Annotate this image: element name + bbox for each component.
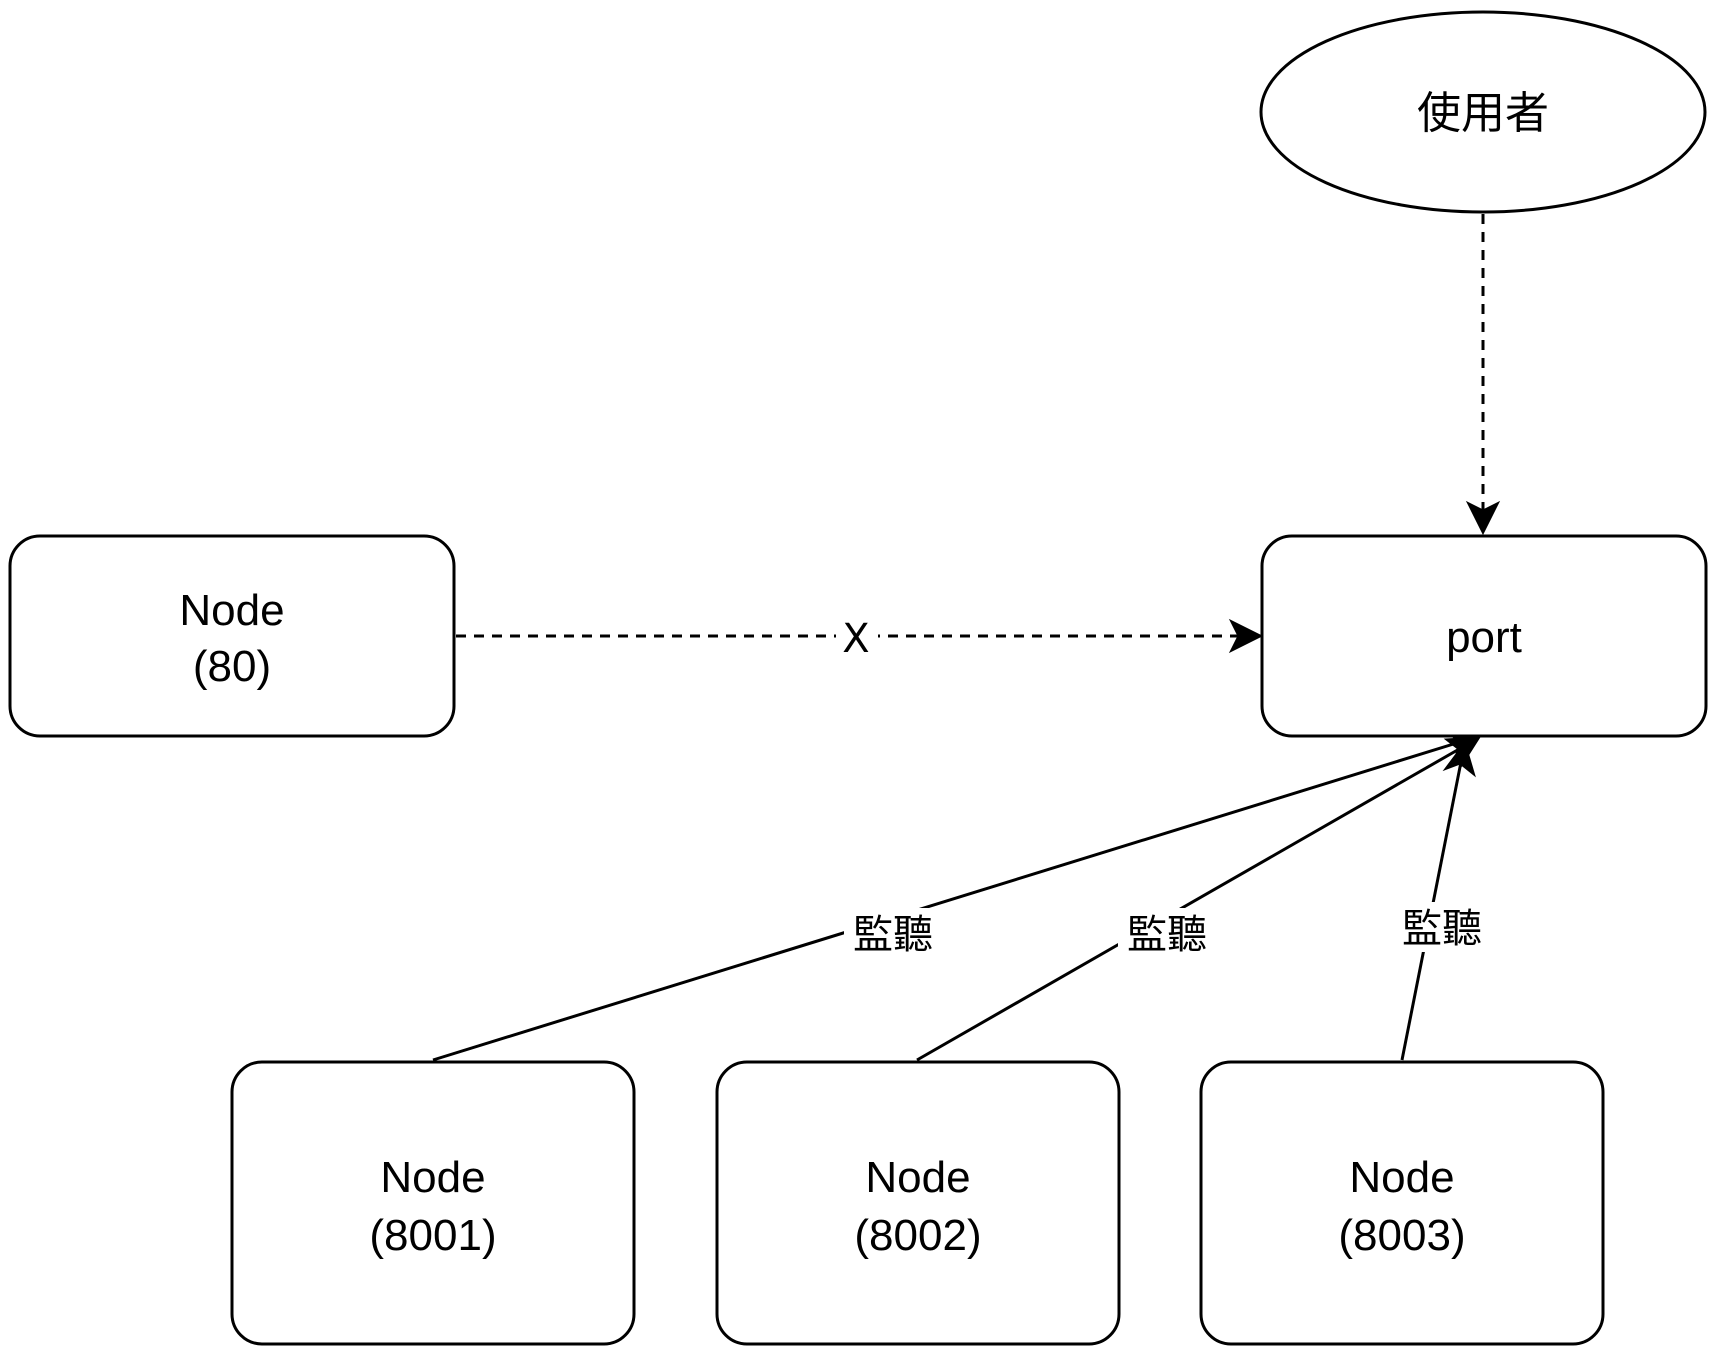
edge-node8003-to-port: 監聽 <box>1393 740 1491 1061</box>
port-label: port <box>1446 613 1522 662</box>
edge-label-listen-8002: 監聽 <box>1127 912 1207 958</box>
node-8001: Node (8001) <box>230 1060 636 1346</box>
node-8001-box <box>230 1060 636 1346</box>
node-80-box <box>8 534 456 738</box>
user-label: 使用者 <box>1417 88 1549 139</box>
node-8001-title: Node <box>380 1153 485 1202</box>
edge-label-x: X <box>842 616 869 662</box>
node-8002-title: Node <box>865 1153 970 1202</box>
user-ellipse <box>1259 10 1707 214</box>
port-box <box>1260 534 1708 738</box>
edge-label-listen-8001: 監聽 <box>853 912 933 958</box>
node-8003: Node (8003) <box>1199 1060 1605 1346</box>
user-node: 使用者 <box>1259 10 1707 214</box>
arrowhead-user-to-port <box>1465 500 1501 536</box>
node-8002-box <box>715 1060 1121 1346</box>
edge-node8002-to-port: 監聽 <box>916 736 1481 1062</box>
edge-user-to-port <box>1465 214 1501 536</box>
node-8003-title: Node <box>1349 1153 1454 1202</box>
node-8003-box <box>1199 1060 1605 1346</box>
arrowhead-node80-to-port <box>1228 618 1264 654</box>
node-80-title: Node <box>179 586 284 635</box>
edge-label-listen-8003: 監聽 <box>1402 906 1482 952</box>
arrowhead-node8003-to-port <box>1442 740 1476 778</box>
node-80-port: (80) <box>193 642 271 691</box>
edge-node80-to-port: X <box>456 612 1264 662</box>
port-node: port <box>1260 534 1708 738</box>
node-8002-port: (8002) <box>854 1211 981 1260</box>
node-8003-port: (8003) <box>1338 1211 1465 1260</box>
node-8002: Node (8002) <box>715 1060 1121 1346</box>
node-8001-port: (8001) <box>369 1211 496 1260</box>
node-80: Node (80) <box>8 534 456 738</box>
edge-node8001-to-port: 監聽 <box>432 728 1483 1062</box>
